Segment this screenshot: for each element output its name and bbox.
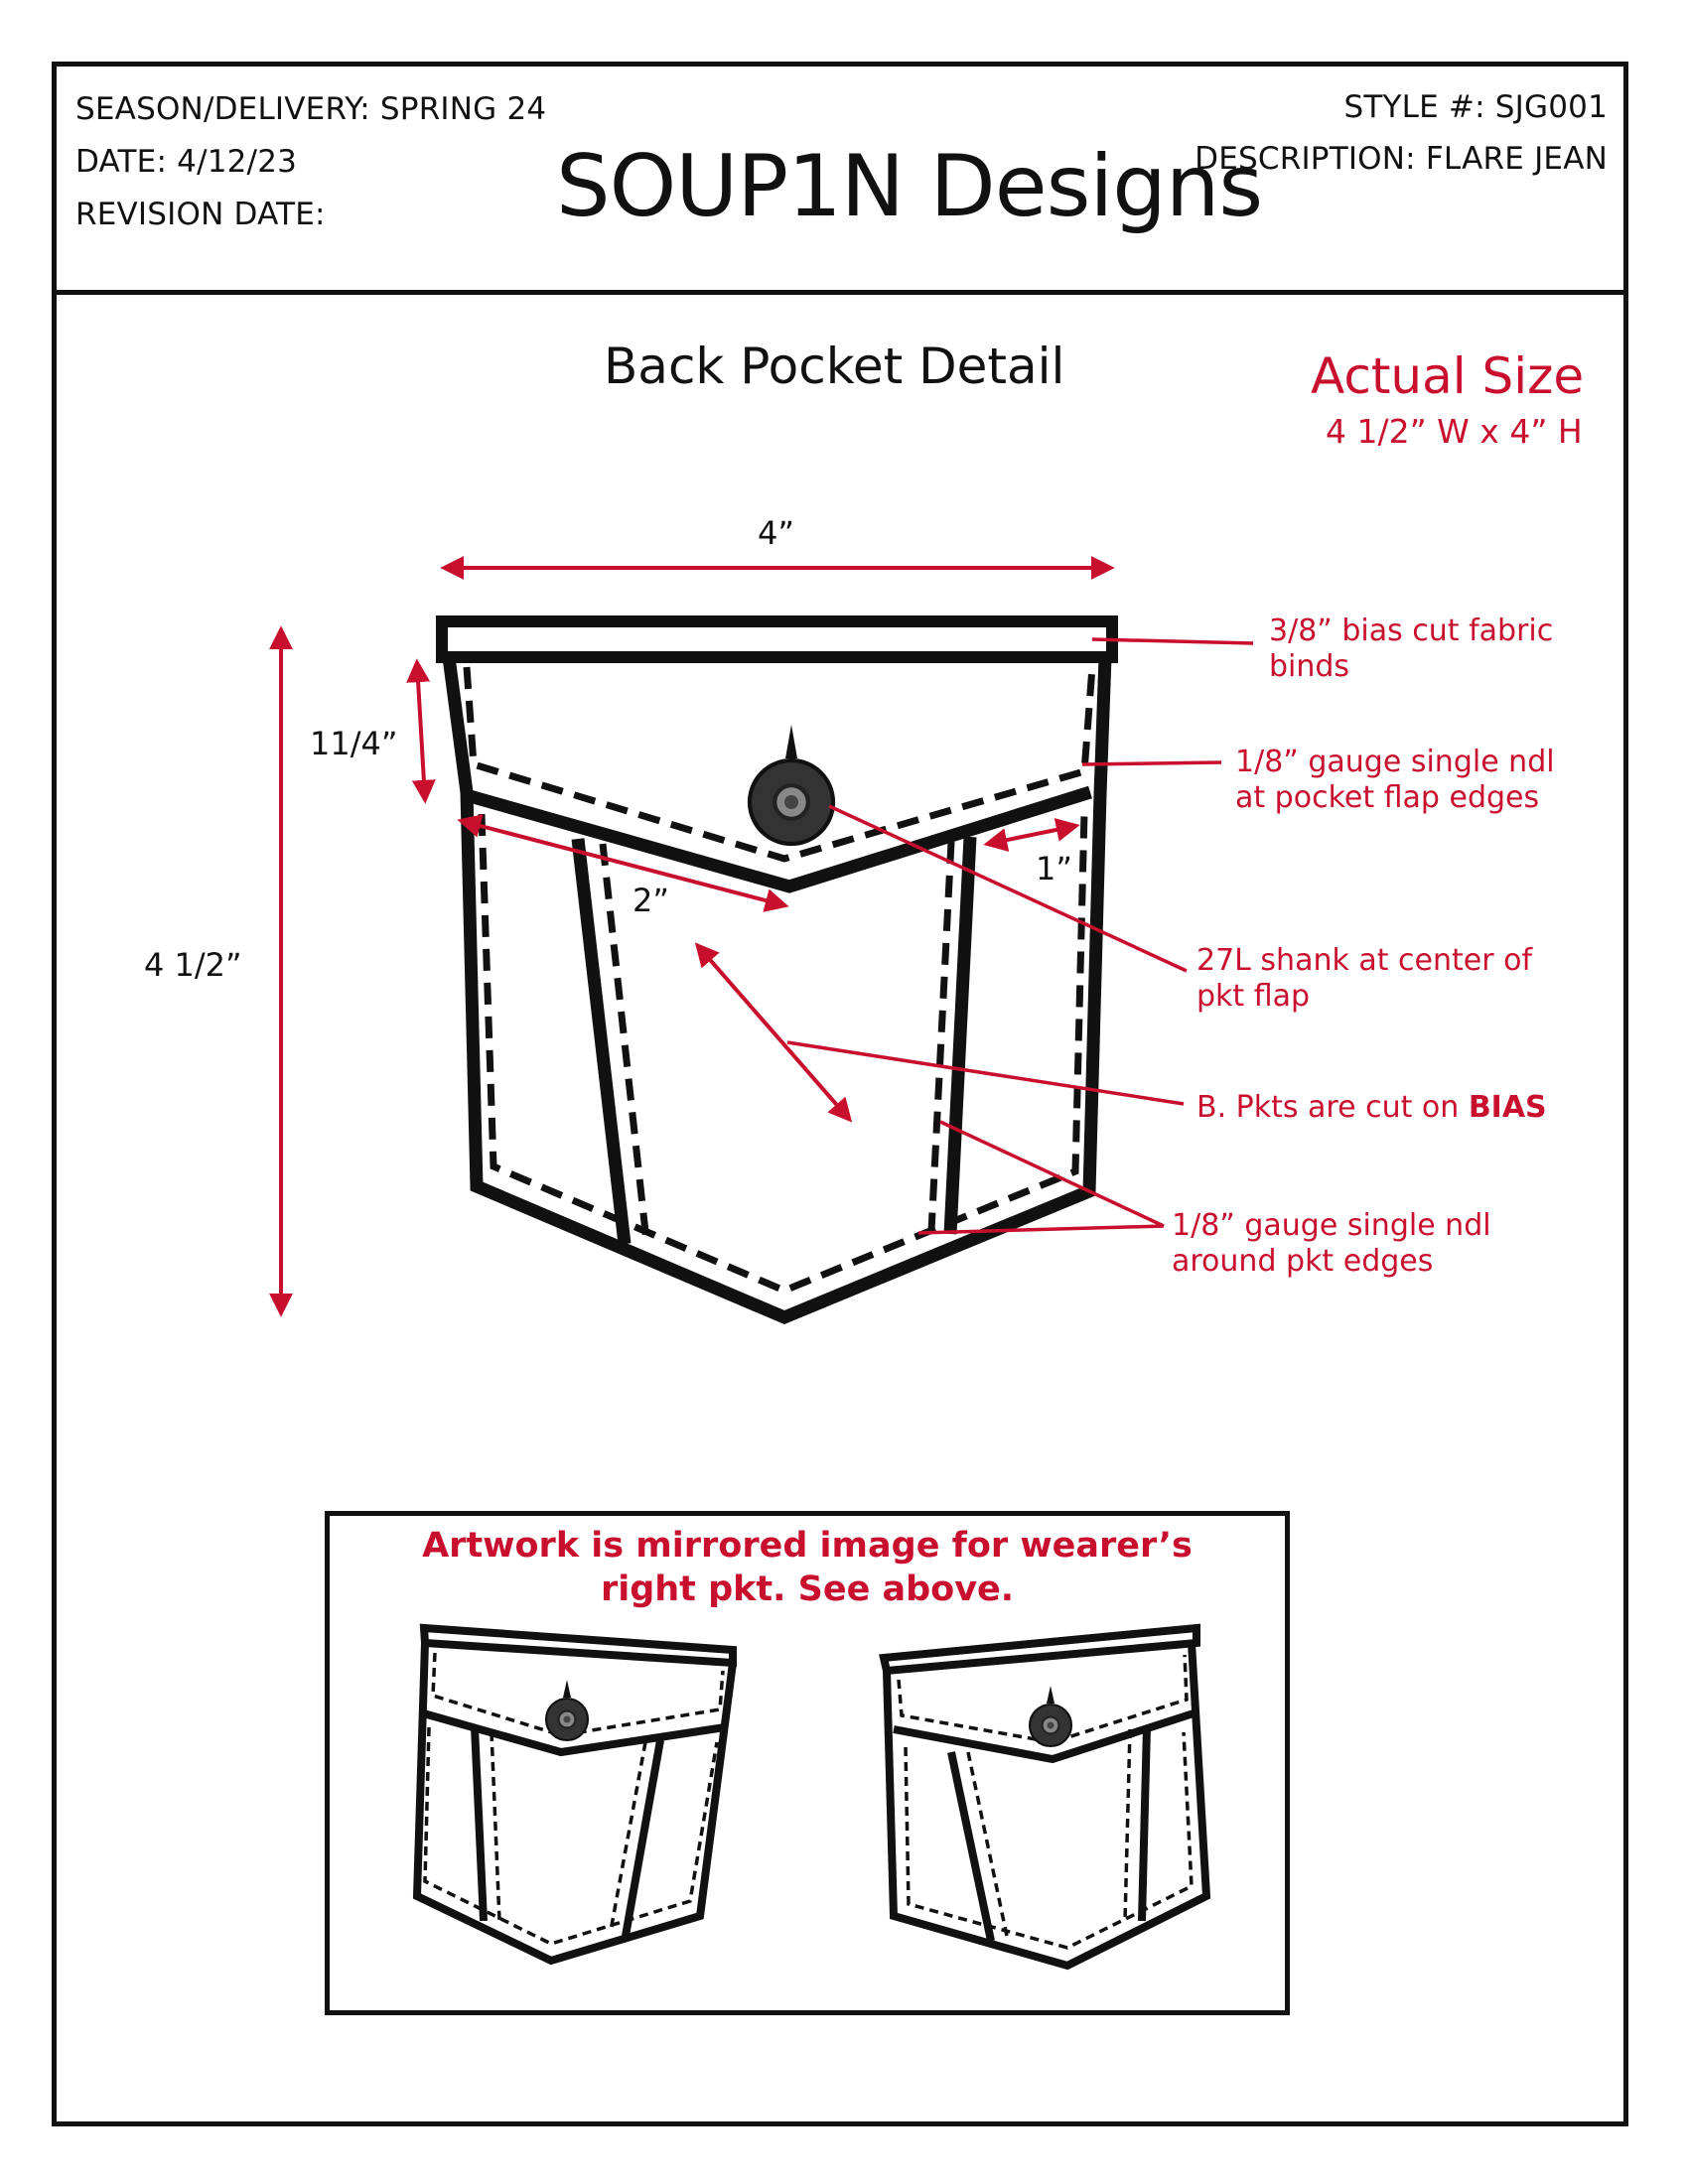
bias-bind-band: [436, 615, 1118, 663]
dim-flap-label: 11/4”: [310, 725, 398, 762]
main-pocket: [436, 615, 1118, 1325]
header-divider: [52, 290, 1628, 295]
dim-right-panel-label: 1”: [1036, 850, 1072, 887]
style-number-field: STYLE #: SJG001: [1343, 89, 1608, 125]
page-frame: [52, 62, 1628, 2126]
mirror-pocket-left: [412, 1623, 737, 1966]
season-field: SEASON/DELIVERY: SPRING 24: [75, 91, 547, 127]
brand-title: SOUP1N Designs: [556, 137, 1263, 236]
section-title: Back Pocket Detail: [604, 338, 1065, 395]
dim-side-panel-label: 2”: [633, 882, 669, 919]
dim-height-label: 4 1/2”: [144, 946, 242, 984]
dim-width-label: 4”: [758, 514, 794, 552]
description-field: DESCRIPTION: FLARE JEAN: [1195, 141, 1608, 177]
right-panel-seam: [943, 836, 977, 1235]
actual-size-label: Actual Size: [1311, 347, 1585, 405]
callout-shank: 27L shank at center of pkt flap: [1196, 943, 1533, 1014]
left-panel-seam: [571, 838, 632, 1245]
callout-bias-binds: 3/8” bias cut fabric binds: [1269, 614, 1554, 684]
dimension-arrows: [269, 556, 1115, 1317]
callout-bias-cut: B. Pkts are cut on BIAS: [1196, 1090, 1547, 1125]
mirror-right-button-icon: [1028, 1686, 1073, 1748]
callout-flap-stitch: 1/8” gauge single ndl at pocket flap edg…: [1235, 745, 1555, 815]
actual-size-dimensions: 4 1/2” W x 4” H: [1326, 412, 1583, 451]
revision-date-field: REVISION DATE:: [75, 197, 326, 232]
mirror-left-button-icon: [544, 1680, 590, 1742]
callout-leaders: [786, 637, 1254, 1235]
callout-edge-stitch: 1/8” gauge single ndl around pkt edges: [1172, 1208, 1491, 1279]
date-field: DATE: 4/12/23: [75, 144, 298, 180]
mirror-pocket-right: [879, 1623, 1211, 1971]
pocket-outline: [442, 656, 1112, 1325]
mirror-note: Artwork is mirrored image for wearer’s r…: [422, 1526, 1193, 1609]
shank-button-icon: [750, 725, 833, 844]
mirror-artwork-box: [325, 1511, 1290, 2015]
